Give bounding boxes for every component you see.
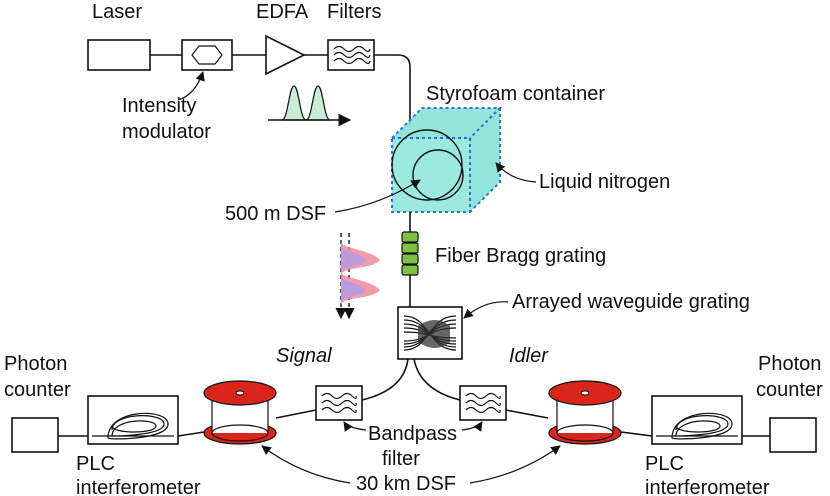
fiber-signal-branch [361, 358, 409, 401]
intensity-modulator [181, 39, 233, 71]
photon-counter-left-line2: counter [4, 379, 71, 401]
styrofoam-label: Styrofoam container [426, 83, 605, 105]
plc-right-label-line2: interferometer [645, 477, 770, 496]
bandpass-label-line2: filter [382, 448, 420, 470]
photon-counter-right-line2: counter [756, 379, 823, 401]
photon-counter-right [769, 417, 817, 453]
plc-right-label-line1: PLC [645, 453, 684, 475]
styrofoam-cube [391, 107, 503, 213]
fiber-idler-branch [413, 358, 461, 401]
dsf-30km-label: 30 km DSF [356, 473, 456, 495]
fiber-bragg-grating [401, 231, 419, 276]
laser-label: Laser [92, 1, 142, 23]
awg-label: Arrayed waveguide grating [512, 291, 750, 313]
fbg-label: Fiber Bragg grating [435, 245, 606, 267]
liquid-nitrogen-arrow [495, 162, 537, 183]
dsf-30km-arrow-right [469, 445, 561, 484]
bandpass-arrow-right [461, 421, 483, 432]
signal-label: Signal [276, 345, 332, 367]
plc-interferometer-right [651, 395, 743, 445]
awg-chip [397, 306, 463, 360]
plc-interferometer-left [87, 395, 179, 445]
intensity-label-line2: modulator [122, 121, 211, 143]
bandpass-filter-signal [315, 385, 363, 421]
awg-arrow [463, 301, 509, 319]
filters-box [327, 39, 375, 71]
intensity-arrow [177, 71, 205, 101]
idler-label: Idler [509, 345, 549, 367]
fiber-to-cube [374, 54, 411, 125]
bandpass-arrow-left [343, 421, 367, 432]
laser-box [87, 39, 151, 71]
spool-signal [203, 380, 277, 445]
generated-pulses [335, 233, 380, 320]
photon-counter-left [11, 417, 59, 453]
dsf-30km-arrow-left [261, 445, 351, 484]
bandpass-filter-idler [459, 385, 507, 421]
photon-counter-left-line1: Photon [4, 353, 67, 375]
dsf-500m-arrow [334, 179, 421, 213]
plc-left-label-line1: PLC [76, 453, 115, 475]
plc-left-label-line2: interferometer [76, 477, 201, 496]
edfa-label: EDFA [256, 1, 309, 23]
dsf-500m-label: 500 m DSF [225, 203, 326, 225]
input-pulses [268, 85, 352, 127]
filters-label: Filters [327, 1, 381, 23]
photon-counter-right-line1: Photon [758, 353, 821, 375]
spool-idler [548, 380, 622, 445]
intensity-label-line1: Intensity [122, 95, 196, 117]
edfa-amplifier [265, 34, 306, 76]
liquid-nitrogen-label: Liquid nitrogen [539, 171, 670, 193]
bandpass-label-line1: Bandpass [368, 423, 457, 445]
